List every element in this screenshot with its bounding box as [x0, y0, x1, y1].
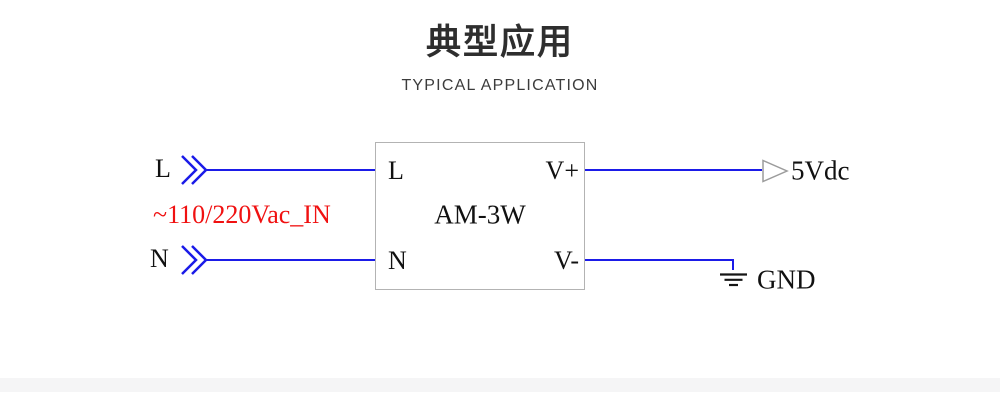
output-voltage-label: 5Vdc — [791, 155, 850, 186]
input-neutral-label: N — [150, 244, 169, 273]
module-pin-n: N — [388, 246, 407, 275]
wire-vminus-output — [585, 259, 734, 270]
input-voltage-label: ~110/220Vac_IN — [153, 200, 331, 229]
module-box: L V+ AM-3W N V- — [375, 142, 585, 290]
bottom-divider-bar — [0, 378, 1000, 392]
ground-label: GND — [757, 264, 816, 295]
header: 典型应用 TYPICAL APPLICATION — [0, 0, 1000, 95]
arrow-head-icon — [762, 159, 789, 183]
module-name: AM-3W — [434, 199, 526, 230]
page-subtitle: TYPICAL APPLICATION — [401, 76, 599, 94]
chevron-right-icon-l — [181, 155, 208, 185]
chevron-right-icon-n — [181, 245, 208, 275]
module-pin-vminus: V- — [553, 246, 579, 275]
module-pin-vplus: V+ — [545, 156, 579, 185]
page-title: 典型应用 — [425, 23, 574, 63]
input-line-label: L — [155, 154, 171, 183]
module-pin-l: L — [388, 156, 404, 185]
ground-icon — [720, 273, 747, 287]
